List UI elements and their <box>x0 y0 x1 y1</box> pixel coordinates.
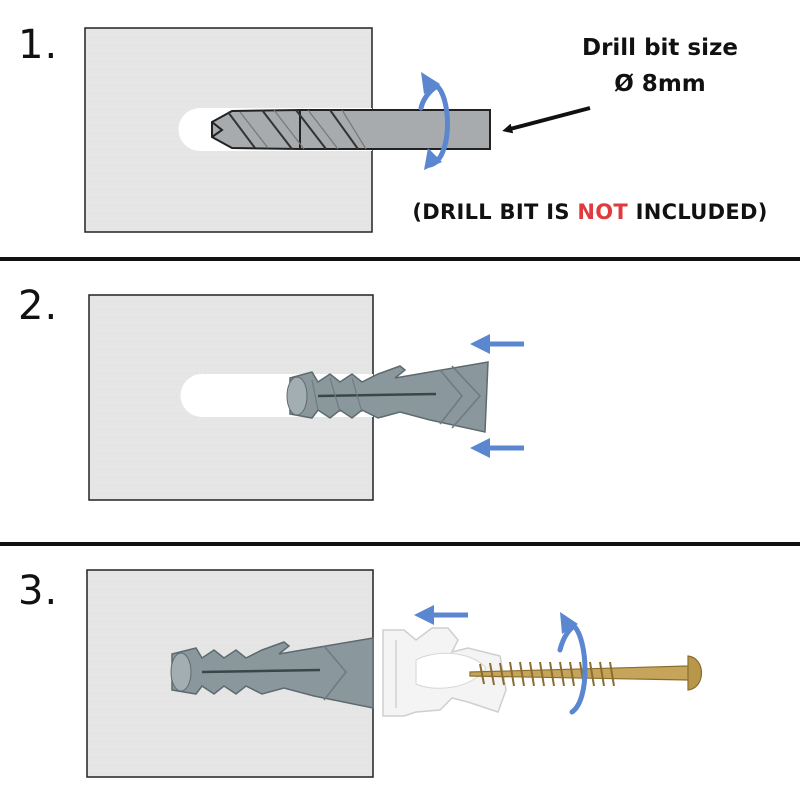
note-prefix: (DRILL BIT IS <box>412 200 578 224</box>
step-number: 2. <box>18 283 59 329</box>
drill-bit-callout: Drill bit size Ø 8mm <box>540 30 780 102</box>
rotation-arrow-icon <box>418 72 450 170</box>
step-number: 1. <box>18 22 59 68</box>
push-arrow-icon <box>414 605 468 625</box>
note-highlight: NOT <box>577 200 629 224</box>
drill-bit-label: Drill bit size <box>581 35 738 61</box>
push-arrow-icon <box>470 438 524 458</box>
step-1-panel <box>84 27 591 233</box>
rotation-arrow-icon <box>557 612 588 715</box>
step-2-panel <box>88 294 524 501</box>
push-arrow-icon <box>470 334 524 354</box>
wall-anchor <box>170 637 374 709</box>
wall-anchor <box>286 361 489 433</box>
drill-bit <box>211 108 491 151</box>
drill-bit-size: Ø 8mm <box>614 71 706 97</box>
note-suffix: INCLUDED) <box>628 200 768 224</box>
step-3-panel <box>86 569 702 778</box>
pointer-arrow-icon <box>502 106 591 134</box>
drill-bit-note: (DRILL BIT IS NOT INCLUDED) <box>380 200 800 224</box>
step-number: 3. <box>18 568 59 614</box>
